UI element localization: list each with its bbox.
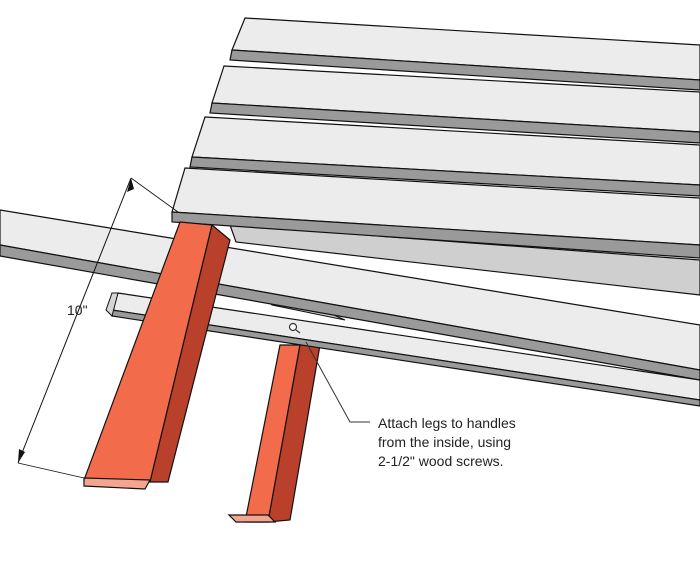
screw-icon — [288, 322, 301, 334]
callout-line-2: from the inside, using — [378, 434, 512, 450]
back-leg — [227, 344, 321, 523]
front-leg — [83, 221, 231, 490]
seat-slat-2 — [209, 65, 700, 144]
dimension-line — [17, 177, 179, 479]
seat-slat-3 — [189, 116, 700, 197]
dimension-label: 10" — [67, 302, 88, 318]
callout-line-3: 2-1/2" wood screws. — [378, 453, 504, 469]
seat-slat-1 — [229, 17, 700, 91]
seat-slat-4 — [171, 167, 700, 259]
inner-handle — [105, 292, 700, 407]
callout-leader — [305, 341, 370, 423]
callout-text: Attach legs to handles from the inside, … — [378, 414, 678, 471]
callout-line-1: Attach legs to handles — [378, 415, 516, 431]
seat-slats — [189, 17, 700, 197]
